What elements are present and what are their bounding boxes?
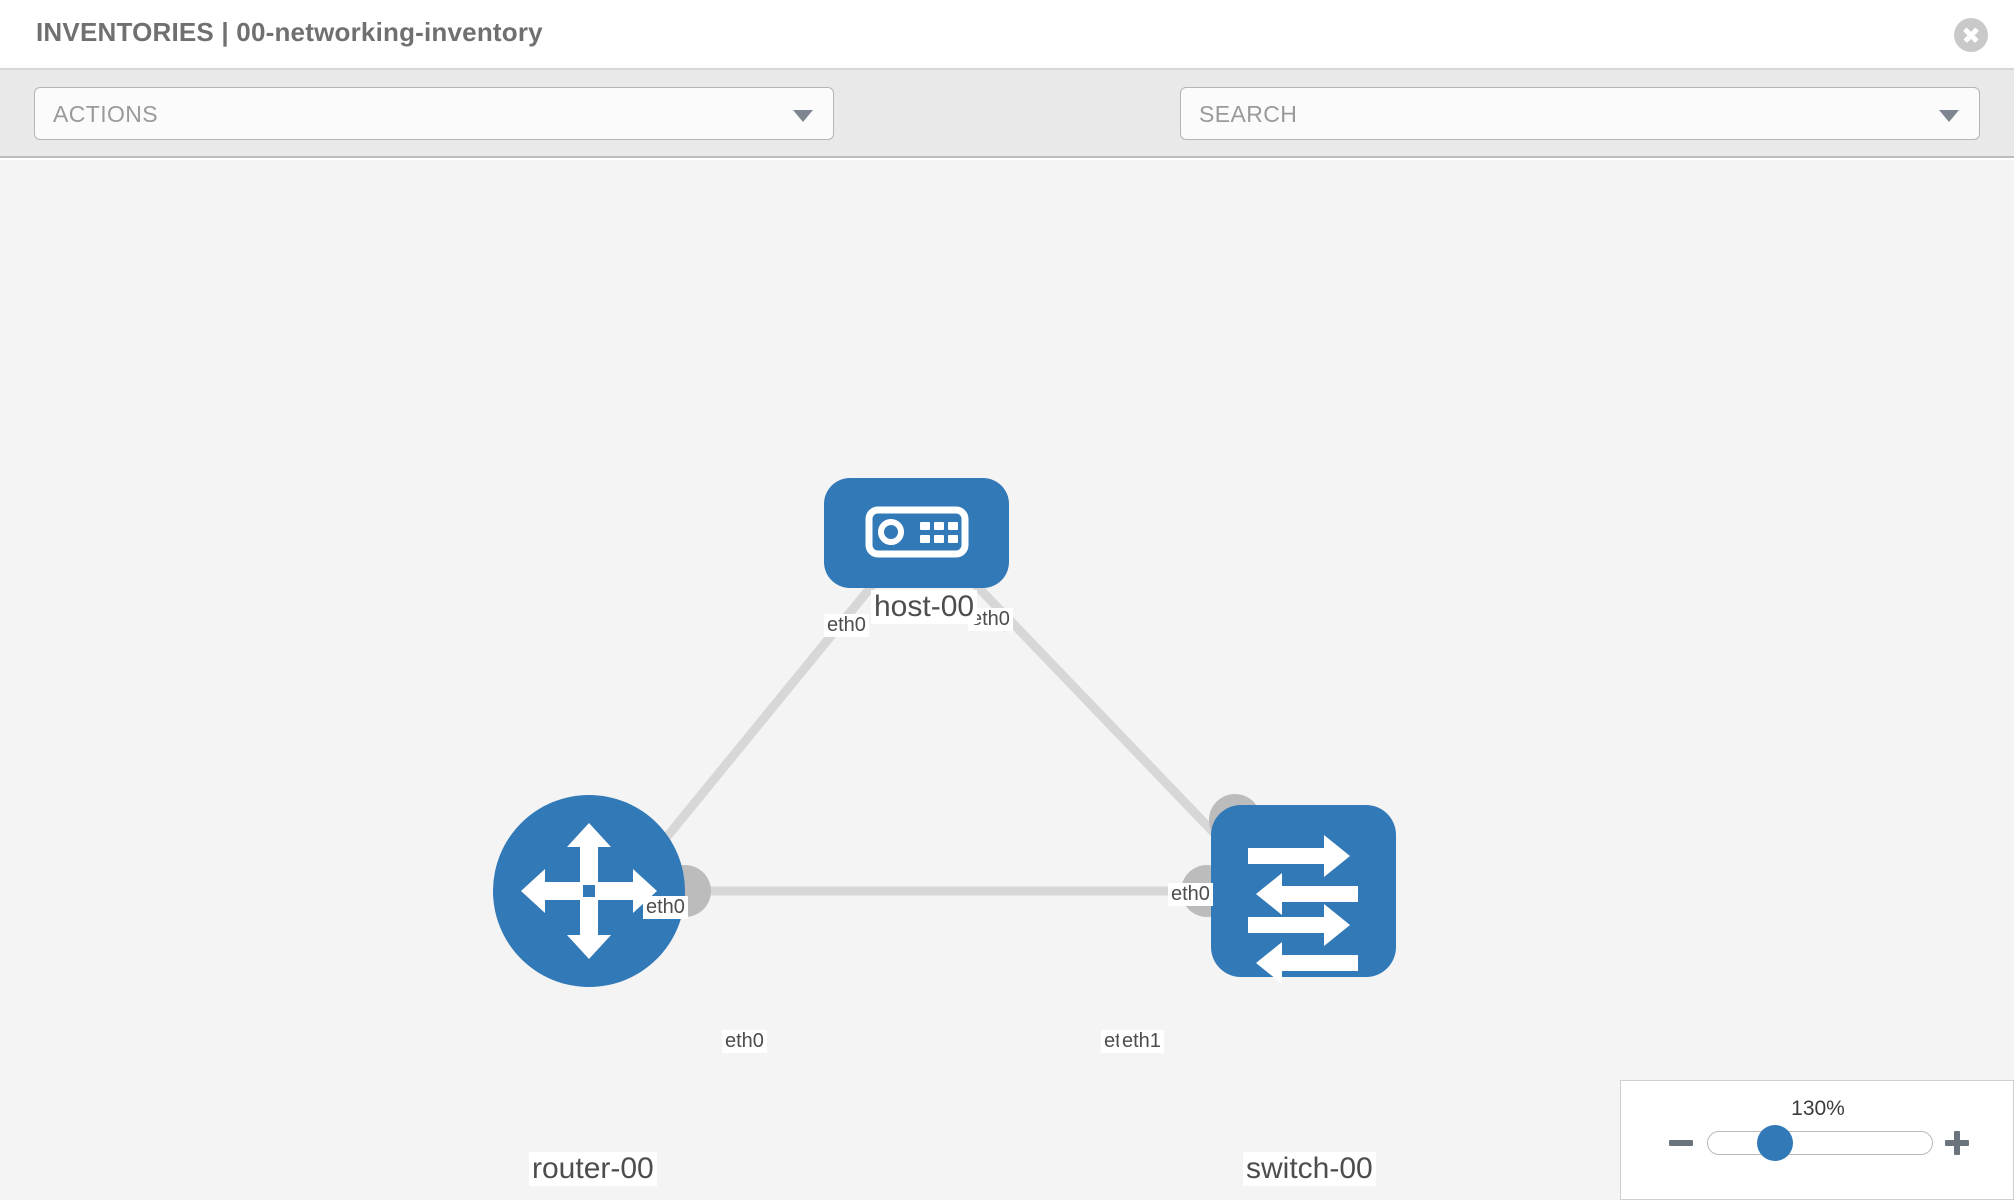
zoom-slider-thumb[interactable]: [1757, 1125, 1793, 1161]
link-host-router: [644, 557, 897, 863]
actions-dropdown[interactable]: ACTIONS: [34, 87, 834, 140]
node-switch-00: [1211, 805, 1396, 984]
iface-label-switch-eth1: eth1: [1119, 1030, 1164, 1053]
actions-dropdown-label: ACTIONS: [53, 101, 159, 127]
zoom-level-value: 130%: [1791, 1097, 1845, 1120]
topology-canvas[interactable]: eth0 eth0 eth0 eth0 eth0 eth0 eth1 host-…: [0, 160, 2014, 1200]
iface-label-router-eth0: eth0: [722, 1030, 767, 1053]
node-label-switch-00: switch-00: [1243, 1152, 1376, 1186]
zoom-slider-track[interactable]: [1707, 1131, 1933, 1155]
server-icon: [865, 506, 969, 558]
page-title: INVENTORIES | 00-networking-inventory: [36, 17, 543, 47]
switch-arrows-icon: [1248, 835, 1358, 984]
zoom-control-panel: 130%: [1620, 1080, 2014, 1200]
search-input[interactable]: SEARCH: [1180, 87, 1980, 140]
node-label-host-00: host-00: [871, 590, 978, 624]
zoom-in-button[interactable]: [1943, 1129, 1971, 1157]
iface-label-host-right: eth0: [968, 608, 1013, 631]
node-router-00: [493, 795, 685, 987]
toolbar: ACTIONS SEARCH: [0, 70, 2014, 205]
iface-label-switch-up: eth0: [1168, 883, 1213, 906]
page-header: INVENTORIES | 00-networking-inventory: [0, 0, 2014, 70]
close-icon[interactable]: [1954, 18, 1988, 52]
iface-label-router-up: eth0: [643, 896, 688, 919]
chevron-down-icon: [1939, 110, 1959, 122]
zoom-out-button[interactable]: [1667, 1129, 1695, 1157]
node-label-router-00: router-00: [529, 1152, 657, 1186]
iface-label-host-left: eth0: [824, 614, 869, 637]
search-placeholder: SEARCH: [1199, 101, 1298, 127]
node-host-00: [824, 478, 1009, 588]
link-host-switch: [948, 556, 1244, 864]
topology-graph: [493, 478, 1396, 987]
chevron-down-icon: [793, 110, 813, 122]
router-arrows-icon: [521, 823, 657, 959]
